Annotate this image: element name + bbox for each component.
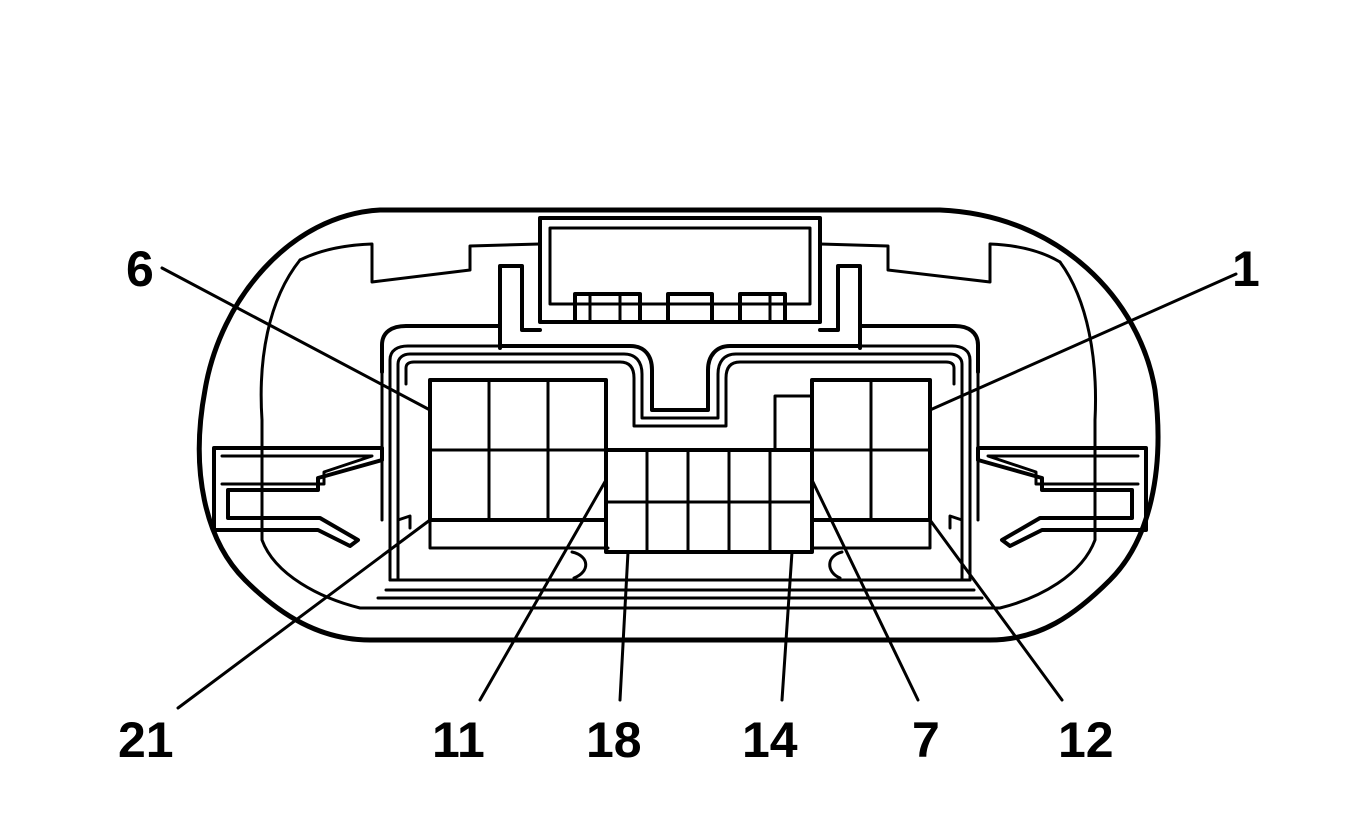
- cavity-frame-mid: [388, 344, 972, 380]
- right-lock-arm-inner: [986, 454, 1140, 486]
- left-lock-arm: [212, 446, 384, 548]
- housing-inner-outline: [259, 258, 1097, 610]
- cavity-right-wall: [960, 370, 980, 582]
- pin-label-12: 12: [1058, 712, 1114, 768]
- left-lock-arm-inner: [220, 454, 374, 486]
- right-small-tab: [948, 514, 964, 530]
- left-post: [498, 264, 542, 350]
- latch-housing-outer: [538, 216, 822, 324]
- leader-pin-18: [618, 550, 630, 702]
- pin-label-21: 21: [118, 712, 174, 768]
- leader-pin-7: [810, 478, 920, 702]
- cavity-frame-inner-2: [404, 360, 956, 428]
- pin-label-18: 18: [586, 712, 642, 768]
- inner-top-left-rim: [298, 242, 542, 284]
- center-pin-upper-cell: [773, 394, 814, 452]
- right-lock-arm: [976, 446, 1148, 548]
- pin-label-1: 1: [1232, 241, 1260, 297]
- inner-top-right-rim: [818, 242, 1062, 284]
- right-post: [818, 264, 862, 350]
- leader-pin-11: [478, 478, 608, 702]
- left-bottom-ledge: [428, 518, 610, 550]
- right-clip-notch: [828, 550, 844, 580]
- leader-pin-1: [928, 272, 1238, 412]
- pin-label-11: 11: [432, 712, 485, 768]
- pin-label-14: 14: [742, 712, 798, 768]
- leader-pin-12: [928, 518, 1064, 702]
- right-pin-block: [810, 378, 932, 522]
- latch-housing-inner: [548, 226, 812, 306]
- leader-pin-21: [176, 518, 432, 710]
- center-pin-block: [604, 394, 814, 554]
- left-pin-block: [428, 378, 608, 522]
- right-bottom-ledge: [810, 518, 932, 550]
- cavity-frame-outer: [380, 324, 980, 412]
- left-clip-notch: [570, 550, 588, 580]
- latch-tab: [573, 292, 787, 324]
- pin-label-6: 6: [126, 241, 154, 297]
- leader-pin-14: [780, 550, 794, 702]
- left-small-tab: [396, 514, 412, 530]
- cavity-frame-inner: [396, 352, 964, 420]
- housing-outline: [196, 207, 1161, 643]
- pin-label-7: 7: [912, 712, 940, 768]
- leader-pin-6: [160, 266, 432, 412]
